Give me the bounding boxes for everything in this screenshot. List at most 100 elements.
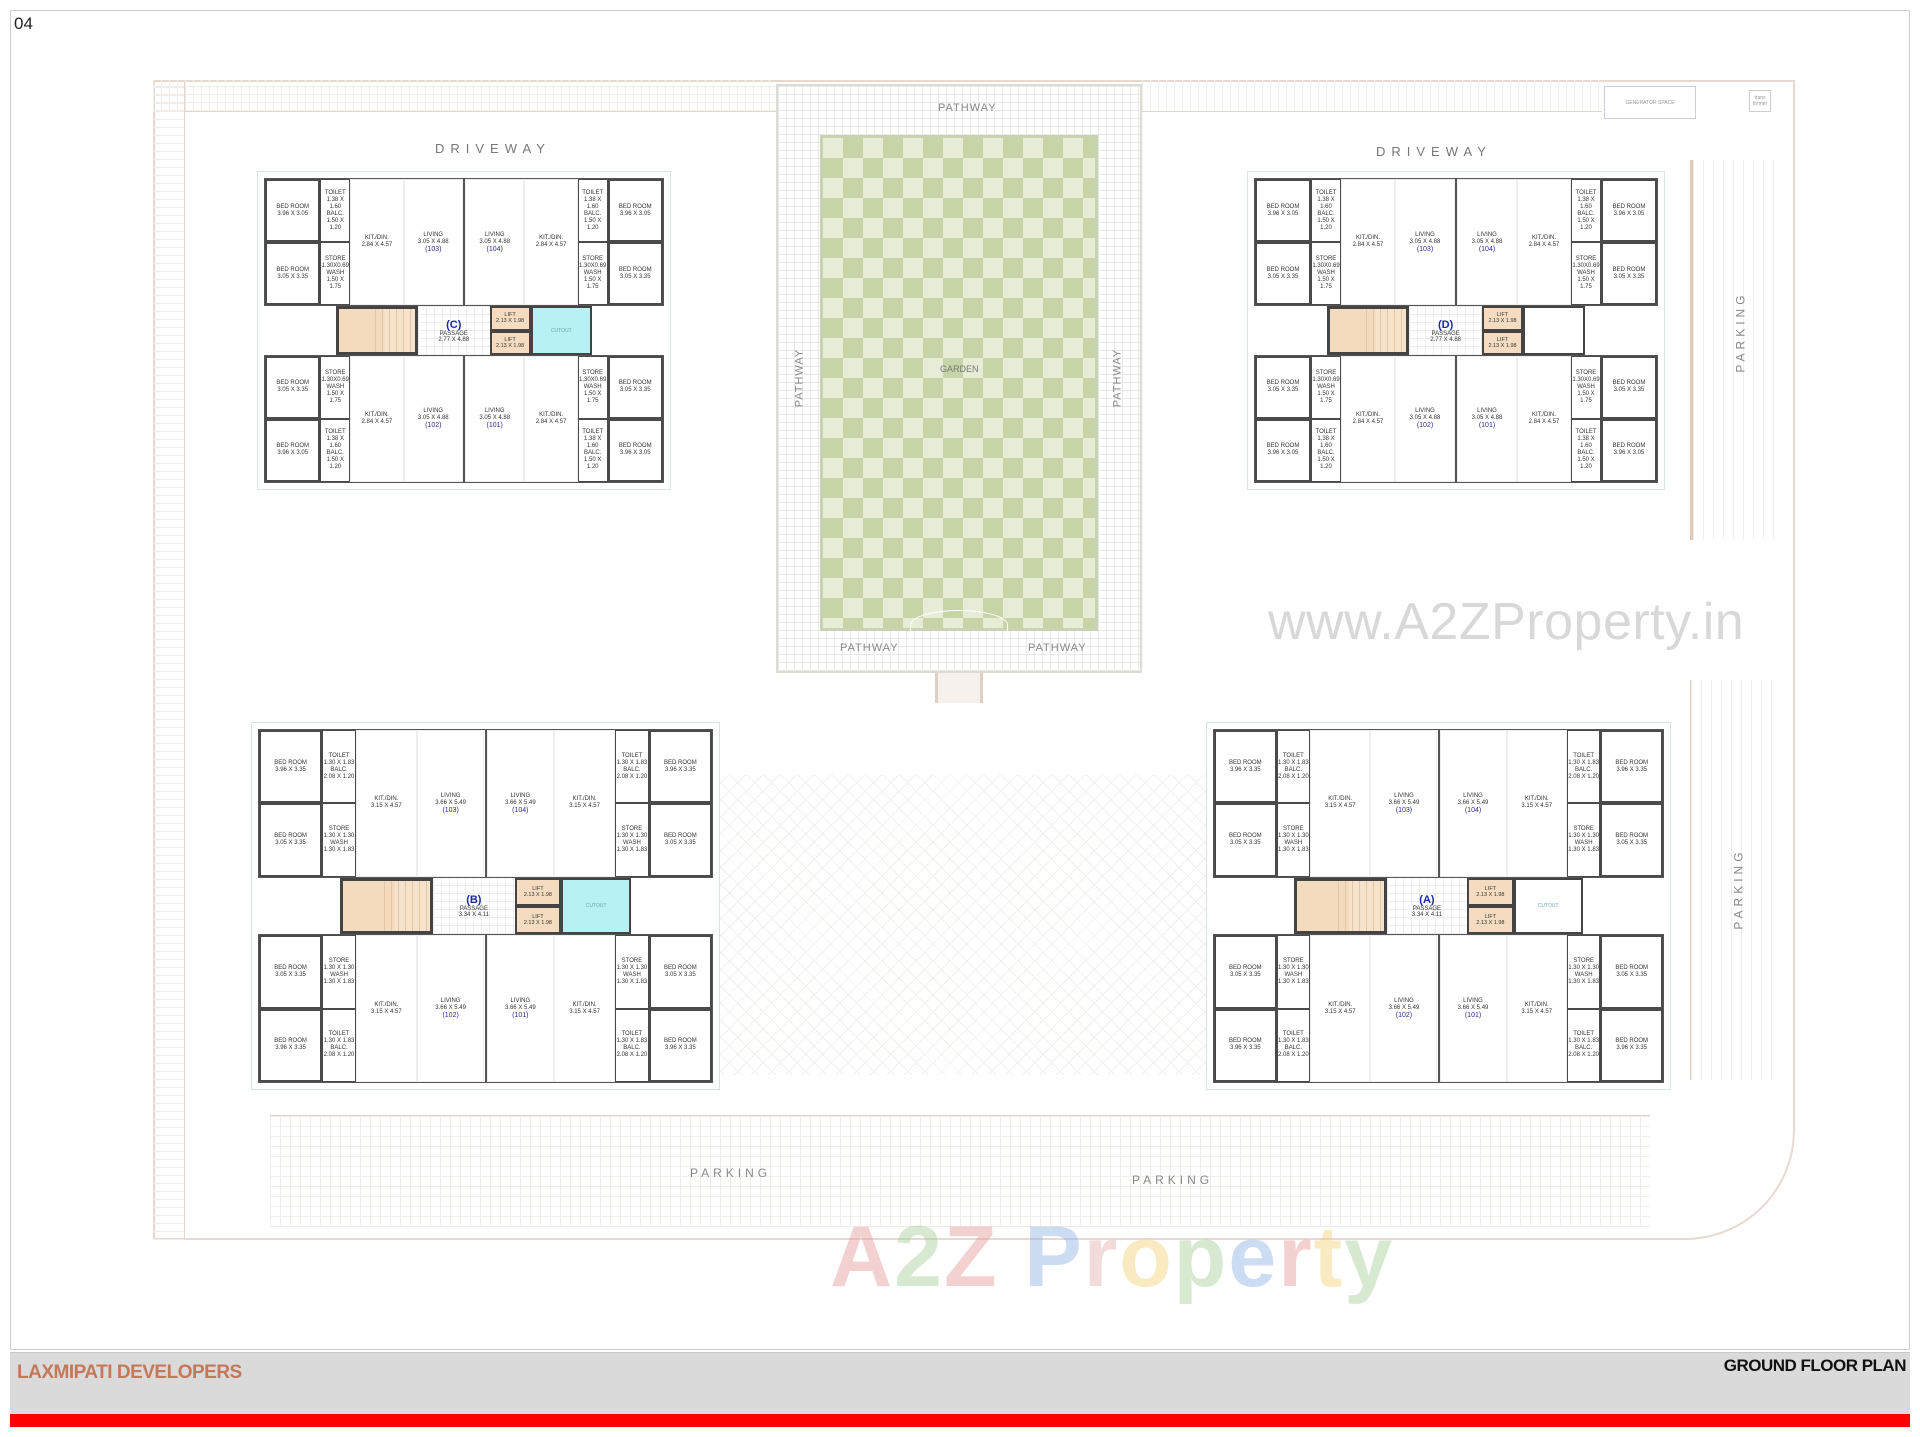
bedroom-2-label: BED ROOM — [618, 266, 652, 273]
balcony-label: BALC. — [1284, 1045, 1302, 1052]
balcony-dimension: 2.08 X 1.20 — [616, 1052, 648, 1059]
kitchen-dining-label: KIT./DIN. — [374, 1001, 399, 1008]
toilet-dimension: 1.30 X 1.83 — [1568, 759, 1599, 766]
balcony-dimension: 2.08 X 1.20 — [323, 773, 355, 780]
living-room-dimension: 3.66 X 5.49 — [435, 1005, 466, 1012]
kitchen-dining-dimension: 3.15 X 4.57 — [569, 1008, 600, 1015]
cutout: CUTOUT — [530, 306, 592, 355]
bedroom-2-label: BED ROOM — [1228, 964, 1262, 971]
store-label: STORE — [1573, 825, 1594, 832]
wash-dimension: 1.30 X 1.83 — [1277, 846, 1309, 853]
bedroom-1-dimension: 3.96 X 3.05 — [619, 450, 651, 457]
living-room-label: LIVING — [423, 408, 444, 415]
lift-label: LIFT — [1496, 336, 1509, 343]
kitchen-dining: KIT./DIN.3.15 X 4.57 — [554, 730, 616, 877]
living-room-label: LIVING — [1415, 408, 1435, 415]
bedroom-1-dimension: 3.96 X 3.35 — [275, 766, 306, 773]
balcony-dimension: 2.08 X 1.20 — [323, 1052, 355, 1059]
living-room-dimension: 3.66 X 5.49 — [435, 799, 466, 806]
balcony-dimension: 1.50 X 1.20 — [326, 457, 344, 471]
balcony-label: BALC. — [584, 210, 602, 217]
toilet-label: TOILET — [1573, 752, 1595, 759]
wash-dimension: 1.50 X 1.75 — [326, 390, 344, 404]
store-dimension: 1.30X0.69 — [1312, 376, 1340, 383]
kitchen-dining-label: KIT./DIN. — [1524, 1001, 1549, 1008]
bedroom-1-label: BED ROOM — [276, 443, 310, 450]
store-dimension: 1.30 X 1.30 — [1568, 832, 1599, 839]
store-label: STORE — [582, 256, 603, 263]
bedroom-1-dimension: 3.96 X 3.05 — [1267, 210, 1299, 217]
kitchen-dining-dimension: 2.84 X 4.57 — [535, 418, 567, 425]
block-letter: (D) — [1438, 318, 1454, 331]
bedroom-1-label: BED ROOM — [1615, 759, 1649, 766]
kitchen-dining: KIT./DIN.3.15 X 4.57 — [554, 935, 616, 1082]
store-label: STORE — [1575, 256, 1597, 263]
bedroom-1-label: BED ROOM — [276, 203, 310, 210]
store-dimension: 1.30 X 1.30 — [1277, 832, 1309, 839]
parking-label-right-bottom: PARKING — [1731, 848, 1746, 930]
living-room-dimension: 3.05 X 4.88 — [1471, 238, 1503, 245]
living-room-dimension: 3.66 X 5.49 — [1388, 799, 1420, 806]
bedroom-2-label: BED ROOM — [1266, 380, 1300, 387]
store-dimension: 1.30X0.69 — [579, 376, 607, 383]
driveway-label-left: DRIVEWAY — [435, 141, 551, 156]
kitchen-dining-label: KIT./DIN. — [364, 411, 389, 418]
bedroom-1-dimension: 3.96 X 3.35 — [1229, 1045, 1261, 1052]
store-dimension: 1.30X0.69 — [579, 263, 607, 270]
bedroom-2-label: BED ROOM — [664, 964, 697, 971]
kitchen-dining: KIT./DIN.2.84 X 4.57 — [1341, 355, 1395, 482]
bedroom-1-dimension: 3.96 X 3.05 — [1613, 210, 1645, 217]
toilet-dimension: 1.38 X 1.60 — [584, 436, 602, 450]
kitchen-dining: KIT./DIN.3.15 X 4.57 — [1310, 730, 1371, 877]
balcony-label: BALC. — [326, 210, 344, 217]
bedroom-2-dimension: 3.05 X 3.35 — [1229, 839, 1261, 846]
living-room-label: LIVING — [1477, 408, 1497, 415]
garden-entry — [935, 673, 983, 703]
toilet-label: TOILET — [1315, 429, 1337, 436]
kitchen-dining-dimension: 2.84 X 4.57 — [1528, 418, 1560, 425]
bedroom-2-dimension: 3.05 X 3.35 — [1229, 971, 1261, 978]
block-letter: (B) — [466, 894, 482, 906]
kitchen-dining-label: KIT./DIN. — [1524, 796, 1549, 803]
toilet-label: TOILET — [328, 1031, 350, 1038]
bedroom-2-label: BED ROOM — [276, 266, 310, 273]
balcony-label: BALC. — [623, 766, 641, 773]
balcony-dimension: 1.50 X 1.20 — [1577, 457, 1595, 471]
balcony-dimension: 1.50 X 1.20 — [1317, 217, 1335, 231]
kitchen-dining-dimension: 2.84 X 4.57 — [1352, 242, 1384, 249]
toilet-dimension: 1.38 X 1.60 — [1317, 196, 1335, 210]
store-dimension: 1.30 X 1.30 — [323, 832, 355, 839]
bedroom-2-dimension: 3.05 X 3.35 — [275, 971, 306, 978]
living-room-dimension: 3.05 X 4.88 — [1409, 415, 1441, 422]
balcony-label: BALC. — [330, 1045, 348, 1052]
flat-number: (103) — [1416, 245, 1434, 253]
pathway-label-bottom-left: PATHWAY — [840, 642, 899, 654]
balcony-dimension: 2.08 X 1.20 — [1568, 773, 1599, 780]
bedroom-1-dimension: 3.96 X 3.35 — [665, 766, 696, 773]
garden-arc — [910, 610, 1008, 640]
wash-label: WASH — [326, 270, 345, 277]
wash-label: WASH — [330, 839, 348, 846]
toilet-label: TOILET — [621, 752, 643, 759]
bedroom-1-dimension: 3.96 X 3.35 — [1616, 1045, 1648, 1052]
